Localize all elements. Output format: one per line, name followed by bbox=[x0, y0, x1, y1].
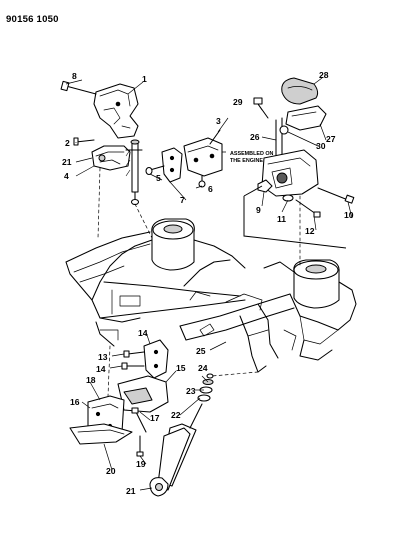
chassis-frame bbox=[65, 218, 357, 373]
document-number: 90156 1050 bbox=[6, 14, 59, 25]
callout-13: 13 bbox=[98, 352, 108, 362]
callout-24: 24 bbox=[198, 363, 208, 373]
callout-29: 29 bbox=[233, 97, 243, 107]
callout-labels: 8 1 2 3 21 4 5 6 7 28 29 27 26 30 9 11 1… bbox=[62, 70, 354, 496]
callout-2: 2 bbox=[65, 138, 70, 148]
callout-25: 25 bbox=[196, 346, 206, 356]
callout-1: 1 bbox=[142, 74, 147, 84]
callout-11: 11 bbox=[277, 214, 286, 224]
callout-28: 28 bbox=[319, 70, 329, 80]
assembly-note-line2: THE ENGINE bbox=[230, 158, 263, 164]
insulator-cushion-part-28 bbox=[281, 77, 319, 105]
callout-16: 16 bbox=[70, 397, 80, 407]
callout-20: 20 bbox=[106, 466, 116, 476]
callout-19: 19 bbox=[136, 459, 146, 469]
leader-lines bbox=[65, 77, 353, 491]
callout-7: 7 bbox=[180, 195, 185, 205]
callout-9: 9 bbox=[256, 205, 261, 215]
assembly-note-line1: ASSEMBLED ON bbox=[230, 151, 274, 157]
callout-3: 3 bbox=[216, 116, 221, 126]
callout-6: 6 bbox=[208, 184, 213, 194]
callout-23: 23 bbox=[186, 386, 196, 396]
callout-17: 17 bbox=[150, 413, 160, 423]
callout-14-bottom: 14 bbox=[96, 364, 106, 374]
assembly-note: ASSEMBLED ON THE ENGINE bbox=[221, 151, 274, 168]
callout-27: 27 bbox=[326, 134, 336, 144]
callout-4: 4 bbox=[64, 171, 69, 181]
callout-22: 22 bbox=[171, 410, 181, 420]
callout-18: 18 bbox=[86, 375, 96, 385]
callout-21-top: 21 bbox=[62, 157, 72, 167]
strut-damper-group bbox=[149, 373, 214, 497]
callout-26: 26 bbox=[250, 132, 260, 142]
mount-body-part-11 bbox=[261, 149, 319, 197]
small-bracket-part-7 bbox=[161, 147, 183, 183]
rear-mount-group bbox=[243, 77, 355, 249]
lower-bracket-part-4 bbox=[91, 145, 131, 171]
callout-30: 30 bbox=[316, 141, 326, 151]
callout-10: 10 bbox=[344, 210, 354, 220]
callout-21-bottom: 21 bbox=[126, 486, 136, 496]
front-mount-group bbox=[60, 80, 223, 206]
callout-14-top: 14 bbox=[138, 328, 148, 338]
callout-12: 12 bbox=[305, 226, 315, 236]
callout-5: 5 bbox=[156, 173, 161, 183]
callout-8: 8 bbox=[72, 71, 77, 81]
lower-mount-group bbox=[69, 339, 169, 457]
callout-15: 15 bbox=[176, 363, 186, 373]
mount-plate-part-6 bbox=[183, 137, 223, 177]
